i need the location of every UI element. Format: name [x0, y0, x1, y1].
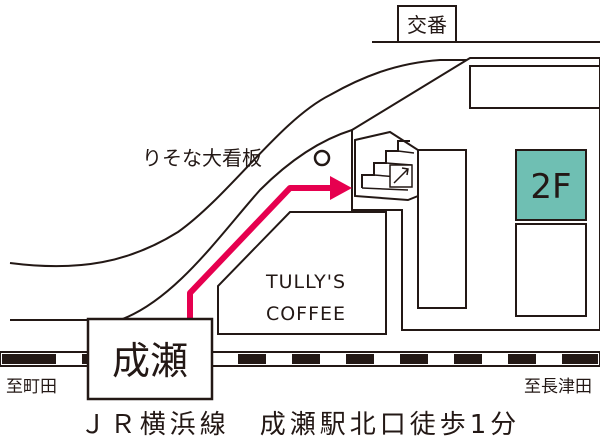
jr-line-name: ＪＲ横浜線	[79, 410, 230, 440]
direction-nagatsuta: 至長津田	[524, 377, 592, 397]
tullys-coffee-building: TULLY'S COFFEE	[217, 211, 387, 335]
route-arrow-icon	[330, 176, 352, 200]
koban: 交番	[372, 5, 600, 43]
tullys-outline	[217, 211, 387, 335]
route-line	[187, 185, 338, 318]
floor-2f-marker: 2F	[515, 149, 587, 221]
building-block-lower	[515, 223, 587, 317]
billboard-label: りそな大看板	[142, 146, 262, 170]
resona-billboard: りそな大看板	[142, 146, 331, 170]
building-block-top	[469, 65, 600, 109]
tullys-name-line1: TULLY'S	[265, 271, 346, 293]
caption-spacer	[230, 410, 260, 440]
walking-directions: 成瀬駅北口徒歩1分	[259, 410, 521, 440]
station-box	[86, 317, 214, 401]
tullys-name-line2: COFFEE	[266, 303, 346, 325]
building-outline	[351, 57, 600, 331]
floor-2f-box	[515, 149, 587, 221]
koban-box	[397, 5, 457, 43]
walking-route	[187, 176, 352, 318]
station-label: 成瀬	[112, 339, 188, 383]
building-block-middle	[417, 149, 467, 309]
access-caption: ＪＲ横浜線 成瀬駅北口徒歩1分	[0, 405, 600, 445]
road-edge-outer	[9, 59, 600, 268]
floor-2f-label: 2F	[530, 167, 571, 207]
billboard-marker-icon	[313, 149, 331, 167]
koban-label: 交番	[407, 13, 447, 37]
stairs-icon	[354, 130, 419, 202]
road-edge-upper	[10, 59, 600, 321]
direction-machida: 至町田	[6, 377, 57, 397]
naruse-station: 成瀬	[86, 317, 214, 401]
